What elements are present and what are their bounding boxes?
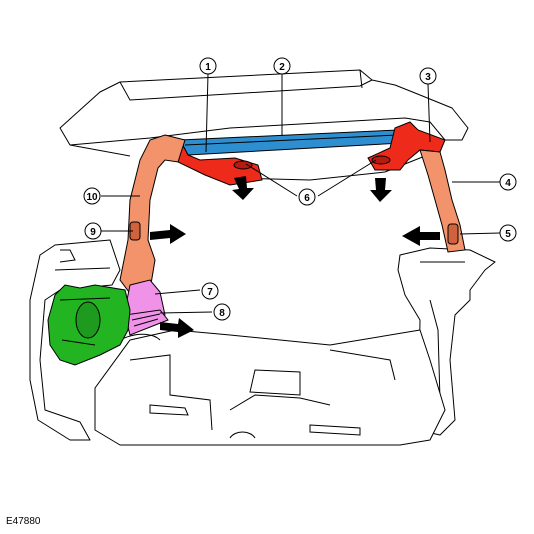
callout-label: 7 bbox=[207, 287, 213, 298]
callout-6: 6 bbox=[298, 188, 316, 206]
airflow-arrow-left-pillar bbox=[150, 224, 186, 244]
callout-label: 3 bbox=[425, 72, 431, 83]
left-roof-vent bbox=[233, 160, 253, 170]
callout-8: 8 bbox=[213, 303, 231, 321]
roof-duct bbox=[179, 129, 403, 156]
airflow-arrow-left-roof bbox=[232, 176, 254, 200]
callout-7: 7 bbox=[201, 282, 219, 300]
leader-lines bbox=[101, 73, 501, 314]
callout-4: 4 bbox=[499, 173, 517, 191]
callout-label: 5 bbox=[505, 229, 511, 240]
figure-id: E47880 bbox=[6, 516, 41, 527]
callout-3: 3 bbox=[419, 67, 437, 85]
callout-label: 4 bbox=[505, 178, 511, 189]
callout-label: 9 bbox=[90, 227, 96, 238]
left-pillar-duct bbox=[119, 134, 186, 301]
callout-label: 1 bbox=[205, 62, 211, 73]
callout-1: 1 bbox=[199, 57, 217, 75]
right-pillar-vent bbox=[447, 223, 459, 245]
airflow-arrow-floor bbox=[160, 318, 194, 338]
airflow-arrow-right-pillar bbox=[402, 226, 440, 246]
blower-motor bbox=[75, 301, 101, 339]
callout-label: 8 bbox=[219, 308, 225, 319]
airflow-arrow-right-roof bbox=[370, 178, 392, 202]
right-roof-vent bbox=[371, 155, 391, 165]
callout-10: 10 bbox=[83, 187, 101, 205]
callout-2: 2 bbox=[273, 57, 291, 75]
callout-label: 10 bbox=[86, 192, 98, 203]
callout-label: 6 bbox=[304, 193, 310, 204]
callout-9: 9 bbox=[84, 222, 102, 240]
callout-5: 5 bbox=[499, 224, 517, 242]
vehicle-body-outline bbox=[29, 69, 496, 446]
callout-label: 2 bbox=[279, 62, 285, 73]
